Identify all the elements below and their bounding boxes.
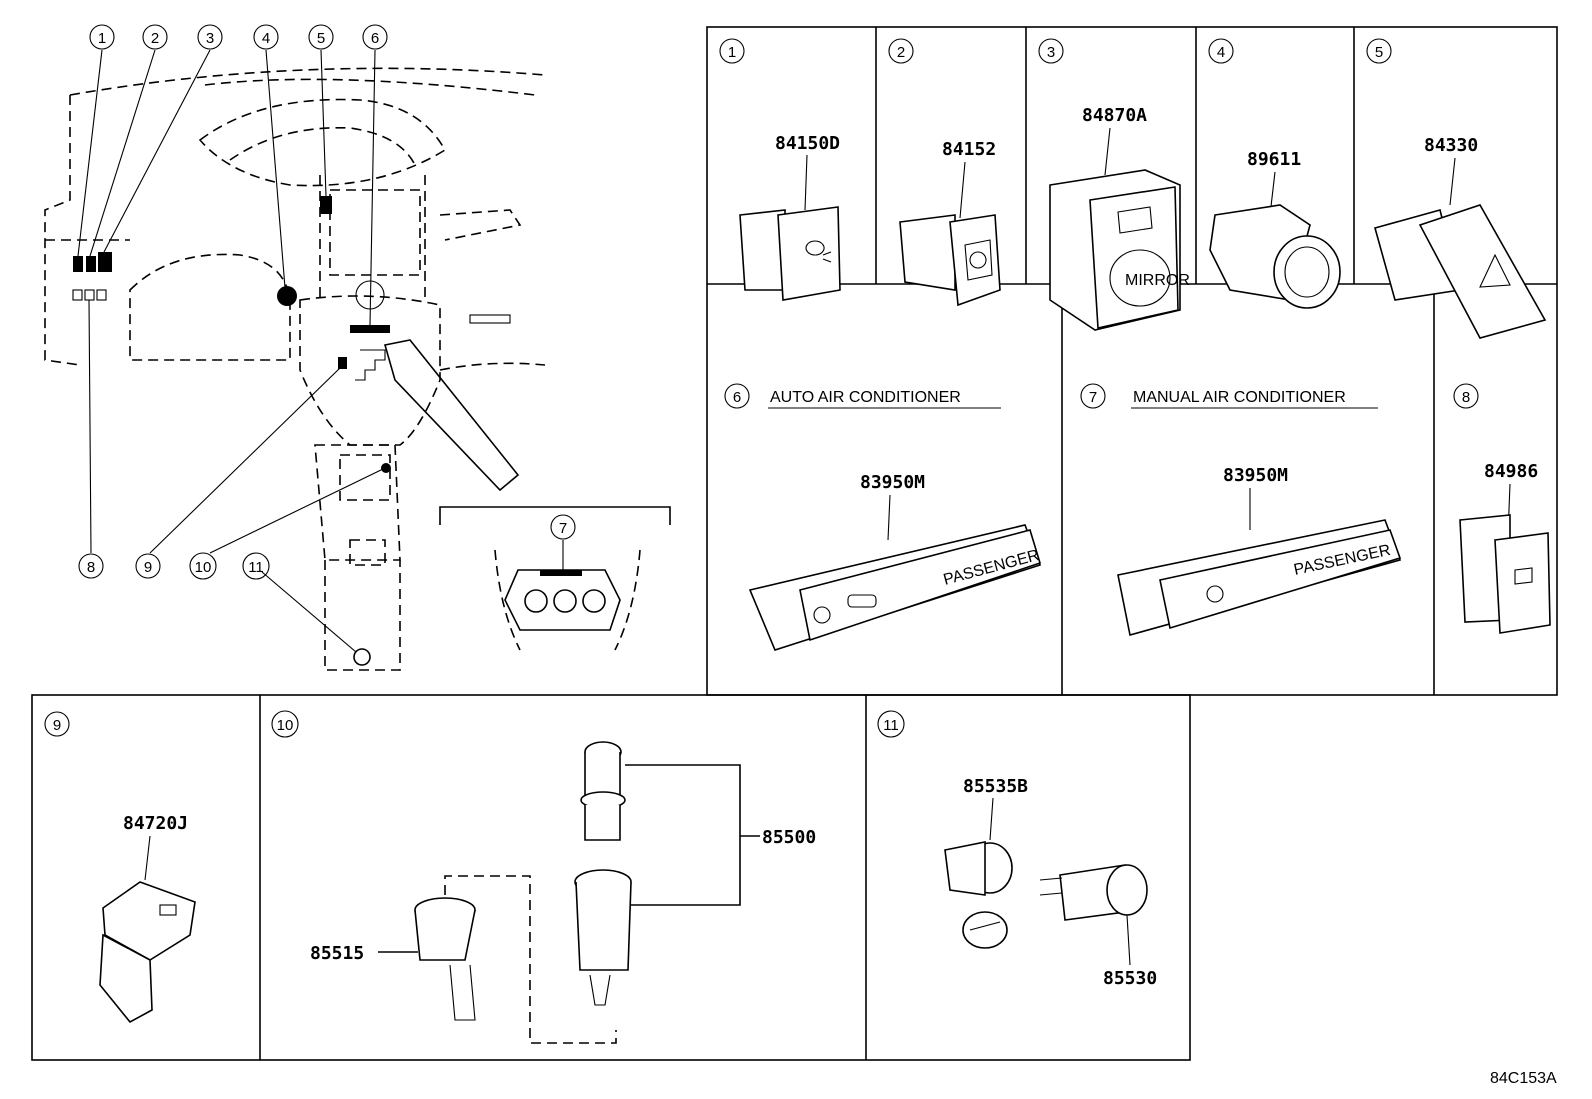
overview-callout-4: 4 [253, 24, 279, 50]
part-85500-label: 85500 [762, 827, 816, 848]
part-85530-label: 85530 [1103, 968, 1157, 989]
panel-2: 2 84152 [888, 38, 1001, 307]
panel-1-index: 1 [728, 44, 736, 61]
svg-text:2: 2 [151, 30, 159, 47]
part-84152-label: 84152 [942, 139, 996, 160]
overview-callout-1: 1 [89, 24, 115, 50]
overview-callout-2: 2 [142, 24, 168, 50]
svg-text:11: 11 [248, 559, 264, 576]
part-83950M-manual-label: 83950M [1223, 465, 1288, 486]
svg-text:9: 9 [144, 559, 152, 576]
part-84720J-label: 84720J [123, 813, 188, 834]
part-85515-label: 85515 [310, 943, 364, 964]
manual-ac-title: MANUAL AIR CONDITIONER [1133, 389, 1346, 406]
overview-callout-5: 5 [308, 24, 334, 50]
svg-text:3: 3 [206, 30, 214, 47]
overview-callout-6: 6 [362, 24, 388, 50]
part-89611-label: 89611 [1247, 149, 1301, 170]
svg-text:5: 5 [317, 30, 325, 47]
panel-8: 8 84986 [1453, 383, 1551, 634]
panel-6: 6 AUTO AIR CONDITIONER 83950M PASSENGER [724, 383, 1041, 651]
inset-manual-ac: 7 [439, 506, 671, 651]
part-85535B-label: 85535B [963, 776, 1028, 797]
panel-10: 10 85500 85515 [271, 710, 816, 1044]
dashboard-overview: 1 2 3 4 5 6 8 9 10 11 [44, 24, 546, 671]
panel-10-index: 10 [277, 717, 294, 734]
part-84150D-label: 84150D [775, 133, 840, 154]
overview-callout-8: 8 [78, 553, 104, 579]
mirror-button-text: MIRROR [1125, 272, 1190, 289]
panel-5-index: 5 [1375, 44, 1383, 61]
panel-4-index: 4 [1217, 44, 1225, 61]
panel-7: 7 MANUAL AIR CONDITIONER 83950M PASSENGE… [1080, 383, 1402, 637]
panel-3: 3 84870A MIRROR [1038, 38, 1190, 331]
part-84870A-label: 84870A [1082, 105, 1147, 126]
auto-ac-title: AUTO AIR CONDITIONER [770, 389, 961, 406]
part-83950M-auto-label: 83950M [860, 472, 925, 493]
panel-8-index: 8 [1462, 389, 1470, 406]
panel-4: 4 89611 [1208, 38, 1341, 309]
overview-callout-3: 3 [197, 24, 223, 50]
panel-6-index: 6 [733, 389, 741, 406]
diagram-code: 84C153A [1490, 1070, 1557, 1087]
overview-callout-11: 11 [242, 552, 270, 580]
inset-callout-7: 7 [559, 520, 567, 537]
panel-7-index: 7 [1089, 389, 1097, 406]
panel-11-index: 11 [883, 717, 899, 734]
panel-9: 9 84720J [44, 711, 196, 1024]
svg-text:1: 1 [98, 30, 106, 47]
part-84986-label: 84986 [1484, 461, 1538, 482]
overview-callout-10: 10 [189, 552, 217, 580]
panel-1: 1 84150D [719, 38, 841, 301]
panel-2-index: 2 [897, 44, 905, 61]
svg-text:10: 10 [195, 559, 212, 576]
panel-11: 11 85535B 85530 [877, 710, 1157, 989]
svg-text:8: 8 [87, 559, 95, 576]
part-84330-label: 84330 [1424, 135, 1478, 156]
panel-9-index: 9 [53, 717, 61, 734]
svg-text:4: 4 [262, 30, 270, 47]
overview-callout-9: 9 [135, 553, 161, 579]
panel-3-index: 3 [1047, 44, 1055, 61]
svg-text:6: 6 [371, 30, 379, 47]
panel-5: 5 84330 [1366, 38, 1547, 339]
